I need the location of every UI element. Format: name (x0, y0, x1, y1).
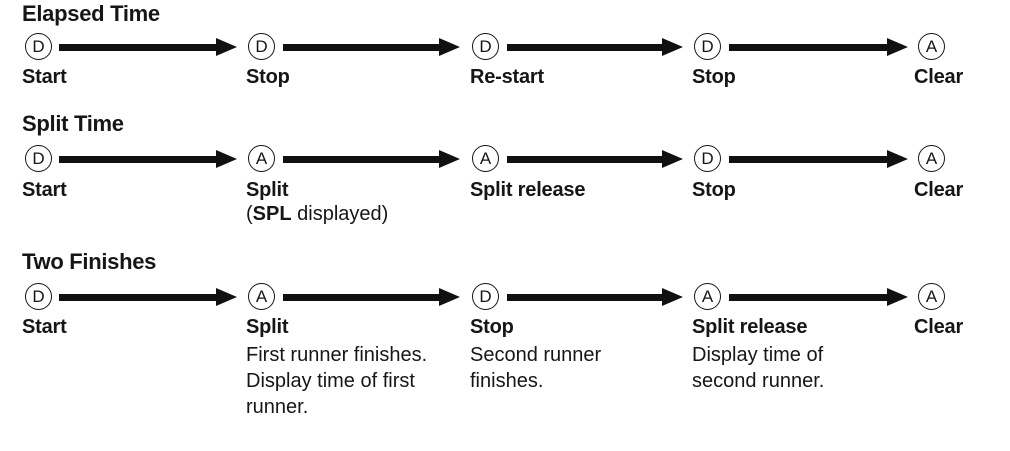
step-label-clear: Clear (914, 316, 964, 338)
button-letter: D (479, 287, 492, 306)
description-line: Second runner (470, 344, 602, 366)
button-letter: D (32, 287, 45, 306)
step-label-stop: Stop (470, 316, 514, 338)
button-d-icon: D (694, 145, 721, 172)
arrow-icon (729, 150, 908, 168)
button-letter: A (925, 149, 938, 168)
step-label-clear: Clear (914, 66, 964, 88)
arrow-icon (729, 38, 908, 56)
button-a-icon: A (918, 145, 945, 172)
button-letter: A (925, 287, 938, 306)
step-label-clear: Clear (914, 179, 964, 201)
button-letter: D (701, 149, 714, 168)
button-a-icon: A (248, 283, 275, 310)
step-label-split: Split (246, 179, 289, 201)
button-letter: D (32, 149, 45, 168)
button-letter: A (255, 149, 268, 168)
description-line: finishes. (470, 370, 544, 392)
description-line: First runner finishes. (246, 344, 428, 366)
spl-displayed-note: (SPL displayed) (246, 203, 389, 225)
step-label-split-release: Split release (692, 316, 808, 338)
arrow-icon (507, 150, 683, 168)
button-letter: A (479, 149, 492, 168)
arrow-icon (283, 150, 460, 168)
arrow-icon (59, 288, 237, 306)
section-title-two-finishes: Two Finishes (22, 249, 157, 274)
step-label-stop: Stop (246, 66, 290, 88)
button-a-icon: A (694, 283, 721, 310)
step-label-stop: Stop (692, 66, 736, 88)
step-description: Second runner finishes. (470, 342, 601, 394)
step-label-start: Start (22, 179, 67, 201)
button-d-icon: D (694, 33, 721, 60)
button-d-icon: D (472, 33, 499, 60)
button-a-icon: A (248, 145, 275, 172)
button-a-icon: A (918, 283, 945, 310)
button-d-icon: D (25, 283, 52, 310)
section-title-split-time: Split Time (22, 111, 124, 136)
button-letter: A (925, 37, 938, 56)
arrow-icon (729, 288, 908, 306)
arrow-icon (283, 38, 460, 56)
button-letter: A (701, 287, 714, 306)
button-a-icon: A (918, 33, 945, 60)
arrow-icon (507, 38, 683, 56)
step-label-start: Start (22, 316, 67, 338)
description-line: Display time of (692, 344, 824, 366)
step-label-start: Start (22, 66, 67, 88)
step-label-split: Split (246, 316, 289, 338)
arrow-icon (59, 150, 237, 168)
button-d-icon: D (25, 145, 52, 172)
description-line: Display time of first (246, 370, 415, 392)
button-d-icon: D (248, 33, 275, 60)
arrow-icon (59, 38, 237, 56)
button-a-icon: A (472, 145, 499, 172)
button-d-icon: D (472, 283, 499, 310)
step-label-split-release: Split release (470, 179, 586, 201)
description-line: runner. (246, 396, 309, 418)
button-d-icon: D (25, 33, 52, 60)
step-label-stop: Stop (692, 179, 736, 201)
arrow-icon (507, 288, 683, 306)
step-description: First runner finishes. Display time of f… (246, 342, 427, 420)
button-letter: D (479, 37, 492, 56)
button-letter: D (255, 37, 268, 56)
button-letter: D (32, 37, 45, 56)
section-title-elapsed-time: Elapsed Time (22, 1, 160, 26)
button-letter: A (255, 287, 268, 306)
step-label-restart: Re-start (470, 66, 544, 88)
arrow-icon (283, 288, 460, 306)
button-letter: D (701, 37, 714, 56)
description-line: second runner. (692, 370, 825, 392)
step-description: Display time of second runner. (692, 342, 824, 394)
